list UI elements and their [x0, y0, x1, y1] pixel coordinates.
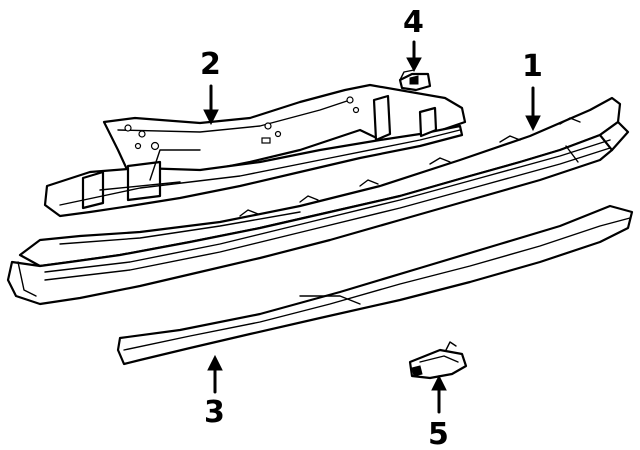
part-2-reinforcement [43, 83, 467, 218]
part-4-clip [398, 69, 432, 92]
part-1-bumper-cover [6, 96, 630, 306]
part-3-lower-molding [116, 204, 634, 366]
callout-5: 5 [428, 417, 449, 450]
part-5-bracket [408, 341, 468, 380]
leader-arrows [203, 40, 541, 414]
callout-1: 1 [522, 49, 543, 84]
callout-2: 2 [200, 47, 221, 82]
callout-4: 4 [403, 5, 424, 40]
callout-3: 3 [204, 395, 225, 430]
